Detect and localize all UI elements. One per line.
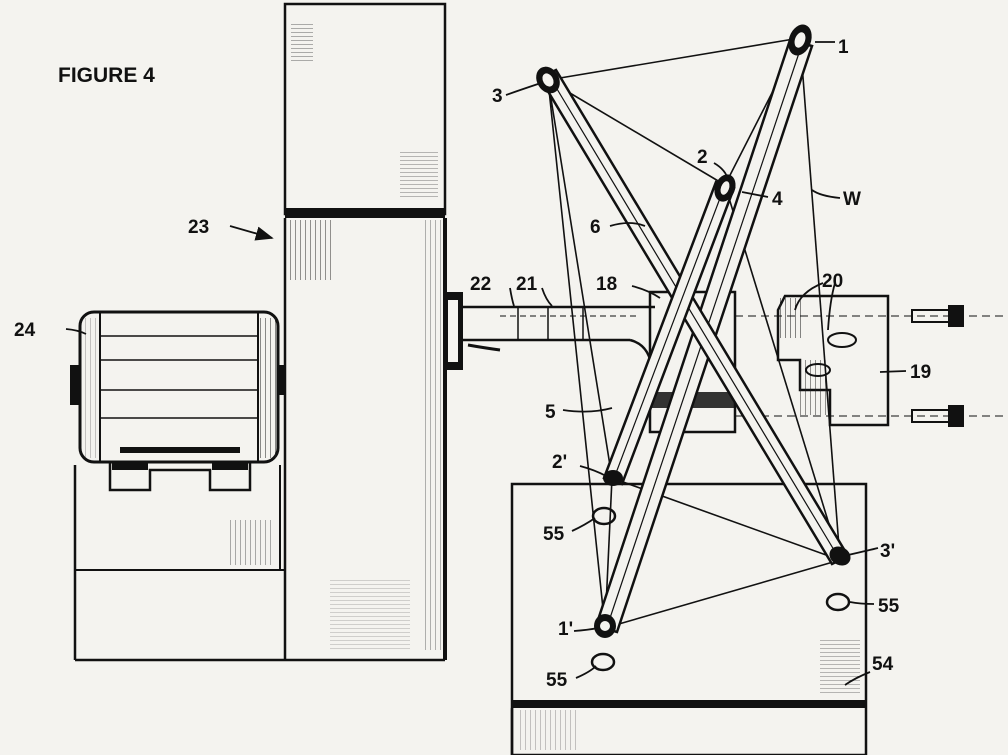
drive-shaft bbox=[443, 292, 655, 371]
figure-title: FIGURE 4 bbox=[58, 64, 155, 87]
label-w: W bbox=[843, 189, 861, 210]
label-22: 22 bbox=[470, 274, 491, 295]
label-2-prime: 2' bbox=[552, 452, 567, 473]
label-1: 1 bbox=[838, 37, 849, 58]
motor-base-block bbox=[73, 465, 285, 660]
base-plate bbox=[510, 482, 868, 755]
label-55-c: 55 bbox=[546, 670, 568, 691]
label-2: 2 bbox=[697, 147, 708, 168]
label-19: 19 bbox=[910, 362, 931, 383]
label-18: 18 bbox=[596, 274, 617, 295]
callout-labels: 1 3 2 4 W 6 23 22 21 18 20 24 19 5 2' 55… bbox=[14, 37, 931, 691]
label-54: 54 bbox=[872, 654, 894, 675]
label-20: 20 bbox=[822, 271, 843, 292]
label-55-b: 55 bbox=[878, 596, 900, 617]
label-4: 4 bbox=[772, 189, 783, 210]
motor-drum bbox=[70, 310, 286, 492]
label-1-prime: 1' bbox=[558, 619, 573, 640]
mounting-bracket bbox=[735, 294, 1008, 427]
label-23: 23 bbox=[188, 217, 209, 238]
label-55-a: 55 bbox=[543, 524, 565, 545]
support-column bbox=[75, 2, 447, 662]
leader-lines bbox=[65, 41, 907, 686]
label-5: 5 bbox=[545, 402, 556, 423]
label-6: 6 bbox=[590, 217, 601, 238]
label-3-prime: 3' bbox=[880, 541, 895, 562]
label-21: 21 bbox=[516, 274, 538, 295]
label-3: 3 bbox=[492, 86, 503, 107]
truss-bars bbox=[536, 24, 851, 638]
label-24: 24 bbox=[14, 320, 36, 341]
